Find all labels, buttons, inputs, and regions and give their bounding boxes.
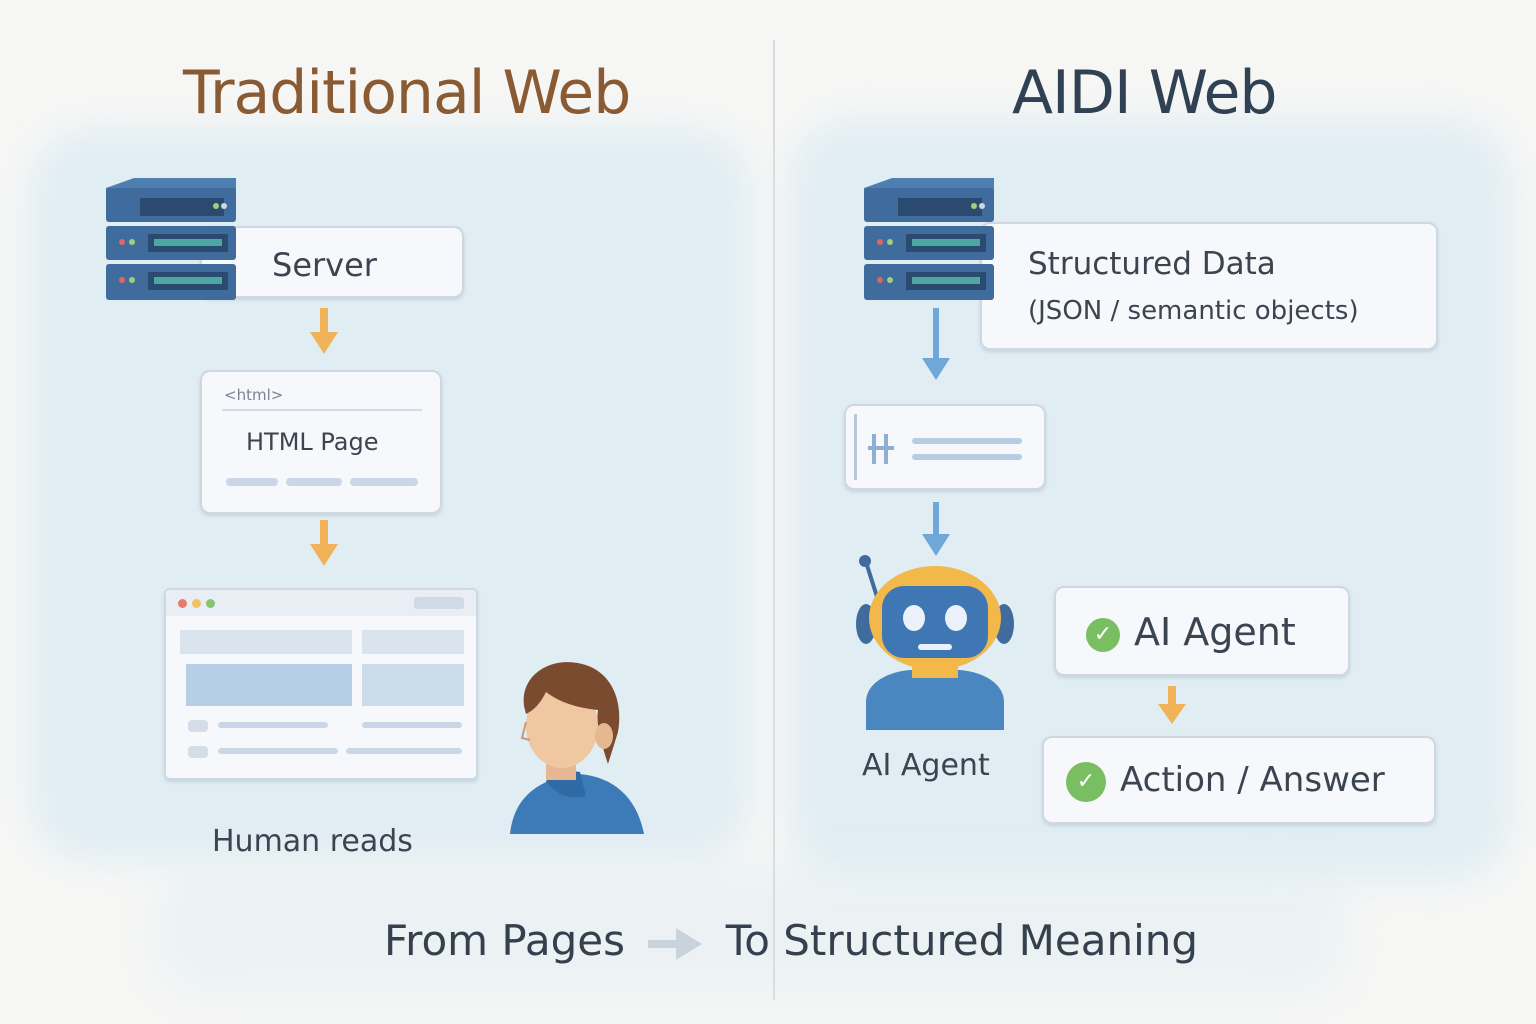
row-icon [188, 720, 208, 732]
html-tag-label: <html> [224, 386, 284, 404]
robot-label: AI Agent [862, 748, 990, 783]
ai-agent-card-label: AI Agent [1134, 610, 1296, 654]
right-title: AIDI Web [1012, 58, 1278, 128]
field-mark [868, 446, 894, 450]
content-line [346, 748, 462, 754]
column-divider [773, 40, 775, 1000]
human-reads-label: Human reads [212, 824, 413, 859]
footer-from: From Pages [384, 916, 625, 965]
structured-object-card [844, 404, 1046, 490]
browser-titlebar [166, 590, 476, 616]
ai-agent-card: ✓ AI Agent [1054, 586, 1350, 676]
structured-data-card: Structured Data (JSON / semantic objects… [980, 222, 1438, 350]
server-icon [864, 178, 994, 300]
row-icon [188, 746, 208, 758]
arrow-down-icon [1158, 686, 1186, 724]
content-line [218, 748, 338, 754]
arrow-down-icon [922, 502, 950, 556]
arrow-right-icon [648, 927, 703, 960]
placeholder-line [350, 478, 418, 486]
footer-to: To Structured Meaning [725, 916, 1199, 965]
robot-icon [856, 555, 1014, 730]
server-card: Server [200, 226, 464, 298]
content-line [362, 722, 462, 728]
action-answer-label: Action / Answer [1120, 760, 1385, 800]
field-line [912, 454, 1022, 460]
address-box [414, 597, 464, 609]
structured-data-title: Structured Data [1028, 246, 1276, 282]
content-block [180, 630, 352, 654]
server-icon [106, 178, 236, 300]
arrow-down-icon [310, 308, 338, 354]
content-line [218, 722, 328, 728]
placeholder-line [226, 478, 278, 486]
content-block [186, 664, 352, 706]
minimize-dot [192, 599, 201, 608]
html-page-label: HTML Page [246, 428, 379, 456]
structured-data-subtitle: (JSON / semantic objects) [1028, 296, 1359, 326]
maximize-dot [206, 599, 215, 608]
footer-caption: From Pages To Structured Meaning [384, 916, 1198, 965]
server-label: Server [272, 246, 377, 284]
action-answer-card: ✓ Action / Answer [1042, 736, 1436, 824]
field-line [912, 438, 1022, 444]
person-icon [510, 662, 644, 834]
left-title: Traditional Web [183, 58, 631, 128]
check-icon: ✓ [1066, 761, 1106, 802]
arrow-down-icon [310, 520, 338, 566]
content-block [362, 664, 464, 706]
placeholder-line [286, 478, 342, 486]
html-divider [222, 409, 422, 411]
content-block [362, 630, 464, 654]
arrow-down-icon [922, 308, 950, 380]
browser-window-icon [164, 588, 478, 780]
check-icon: ✓ [1086, 617, 1120, 652]
html-page-card: <html> HTML Page [200, 370, 442, 514]
footer-watercolor-wash [150, 860, 1350, 1000]
close-dot [178, 599, 187, 608]
bracket-line [854, 414, 857, 480]
